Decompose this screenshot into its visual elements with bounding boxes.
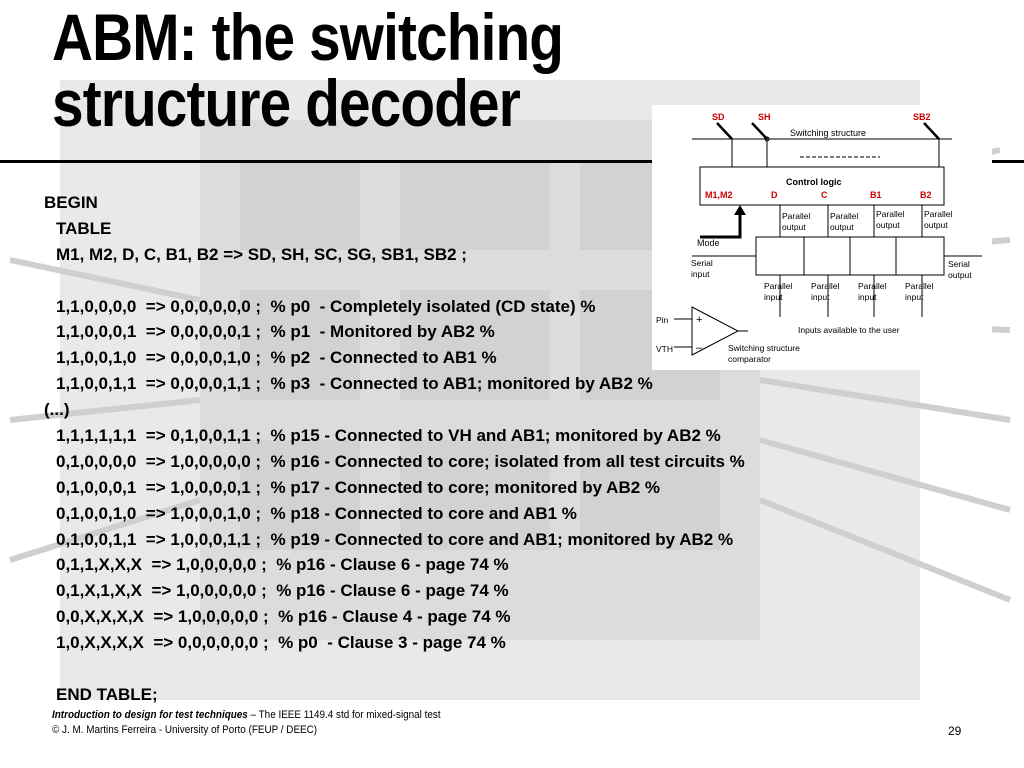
footer-copyright: © J. M. Martins Ferreira - University of… bbox=[52, 724, 318, 736]
comparator-icon bbox=[674, 306, 748, 356]
switch-sh-icon bbox=[751, 122, 770, 167]
label-sd: SD bbox=[712, 112, 725, 122]
switch-sd-icon bbox=[716, 122, 733, 167]
code-line: 1,0,X,X,X,X => 0,0,0,0,0,0 ; % p0 - Clau… bbox=[56, 633, 506, 653]
page-number: 29 bbox=[948, 724, 962, 738]
code-line: 1,1,0,0,0,0 => 0,0,0,0,0,0 ; % p0 - Comp… bbox=[56, 296, 596, 316]
code-line bbox=[44, 268, 745, 294]
slide-title: ABM: the switching structure decoder bbox=[52, 0, 564, 140]
title-line-2: structure decoder bbox=[52, 66, 521, 140]
control-logic-box bbox=[699, 166, 945, 206]
code-line: M1, M2, D, C, B1, B2 => SD, SH, SC, SG, … bbox=[56, 244, 467, 264]
code-line: 0,1,1,X,X,X => 1,0,0,0,0,0 ; % p16 - Cla… bbox=[56, 555, 509, 575]
code-line: 1,1,0,0,1,1 => 0,0,0,0,1,1 ; % p3 - Conn… bbox=[56, 374, 653, 394]
footer-course-subtitle: – The IEEE 1149.4 std for mixed-signal t… bbox=[247, 709, 441, 721]
label-mode: Mode bbox=[697, 238, 720, 248]
code-line: END TABLE; bbox=[56, 684, 158, 704]
label-switching-structure: Switching structure bbox=[790, 128, 866, 138]
label-sb2: SB2 bbox=[913, 112, 931, 122]
switch-sb2-icon bbox=[923, 122, 940, 167]
comparator-minus: – bbox=[696, 342, 703, 354]
register-cells bbox=[755, 236, 945, 276]
ctrl-input-b2: B2 bbox=[920, 190, 932, 200]
code-line: TABLE bbox=[56, 218, 112, 238]
code-line: 0,1,0,0,0,1 => 1,0,0,0,0,1 ; % p17 - Con… bbox=[56, 477, 661, 497]
code-line: BEGIN bbox=[44, 193, 98, 212]
footer: Introduction to design for test techniqu… bbox=[52, 708, 441, 738]
code-line: 0,1,0,0,1,1 => 1,0,0,0,1,1 ; % p19 - Con… bbox=[56, 529, 734, 549]
code-line: 0,0,X,X,X,X => 1,0,0,0,0,0 ; % p16 - Cla… bbox=[56, 607, 511, 627]
ctrl-input-b1: B1 bbox=[870, 190, 882, 200]
code-line: 1,1,0,0,0,1 => 0,0,0,0,0,1 ; % p1 - Moni… bbox=[56, 322, 495, 342]
comparator-plus: + bbox=[696, 314, 702, 326]
label-sh: SH bbox=[758, 112, 771, 122]
code-line: 0,1,X,1,X,X => 1,0,0,0,0,0 ; % p16 - Cla… bbox=[56, 581, 509, 601]
code-line: 0,1,0,0,0,0 => 1,0,0,0,0,0 ; % p16 - Con… bbox=[56, 451, 745, 471]
code-line: 1,1,0,0,1,0 => 0,0,0,0,1,0 ; % p2 - Conn… bbox=[56, 348, 497, 368]
code-line: 0,1,0,0,1,0 => 1,0,0,0,1,0 ; % p18 - Con… bbox=[56, 503, 577, 523]
code-line bbox=[44, 656, 745, 682]
footer-course-title: Introduction to design for test techniqu… bbox=[52, 709, 248, 721]
abm-diagram: SD SH SB2 Switching structure Control lo… bbox=[652, 105, 992, 370]
ctrl-input-c: C bbox=[821, 190, 828, 200]
label-control-logic: Control logic bbox=[786, 177, 842, 187]
label-vth: VTH bbox=[656, 344, 673, 354]
label-pin: Pin bbox=[656, 315, 669, 325]
ctrl-input-m1m2: M1,M2 bbox=[705, 190, 733, 200]
title-line-1: ABM: the switching bbox=[52, 0, 564, 74]
code-line: (...) bbox=[44, 400, 70, 420]
decoder-table-code: BEGIN TABLE M1, M2, D, C, B1, B2 => SD, SH… bbox=[44, 190, 745, 708]
ctrl-input-d: D bbox=[771, 190, 778, 200]
label-inputs-available: Inputs available to the user bbox=[798, 325, 900, 335]
code-line: 1,1,1,1,1,1 => 0,1,0,0,1,1 ; % p15 - Con… bbox=[56, 426, 721, 446]
title-divider bbox=[0, 160, 1024, 163]
